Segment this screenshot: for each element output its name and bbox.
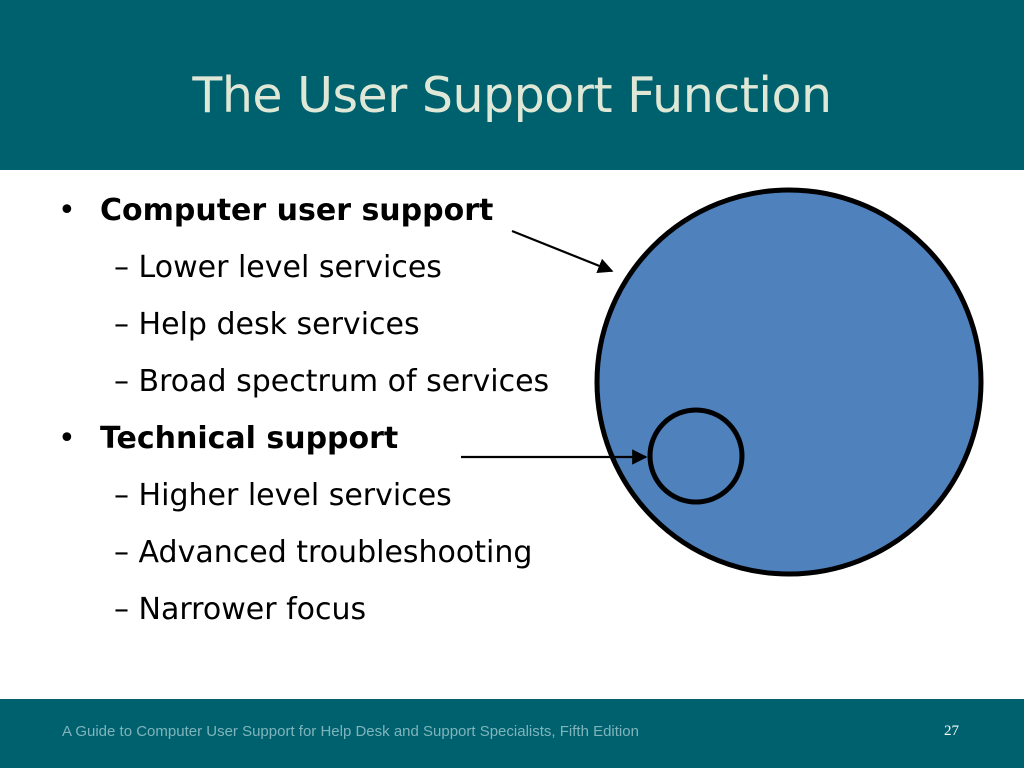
sub-bullet-label: Higher level services (138, 478, 452, 513)
sub-bullet-dash: – (114, 307, 139, 342)
bullet-dot: • (58, 421, 76, 456)
footer-citation: A Guide to Computer User Support for Hel… (62, 723, 639, 740)
arrow-to-large-circle (511, 229, 614, 274)
sub-bullet-label: Advanced troubleshooting (138, 535, 533, 570)
sub-bullet-dash: – (114, 364, 139, 399)
sub-bullet-dash: – (114, 478, 139, 513)
sub-bullet-label: Lower level services (138, 250, 442, 285)
bullet-label: Technical support (100, 421, 399, 456)
slide-title: The User Support Function (192, 67, 832, 124)
bullet-dot: • (58, 193, 76, 228)
bullet-label: Computer user support (100, 193, 494, 228)
sub-bullet-label: Narrower focus (138, 592, 367, 627)
sub-bullet-label: Broad spectrum of services (138, 364, 550, 399)
sub-bullet-dash: – (114, 535, 139, 570)
footer-bar (0, 699, 1024, 768)
sub-bullet-dash: – (114, 250, 139, 285)
technical-support-circle (647, 407, 745, 505)
page-number: 27 (944, 723, 959, 739)
sub-bullet-dash: – (114, 592, 139, 627)
sub-bullet-label: Help desk services (138, 307, 420, 342)
computer-user-support-circle (594, 187, 984, 577)
title-bar: The User Support Function (0, 0, 1024, 170)
